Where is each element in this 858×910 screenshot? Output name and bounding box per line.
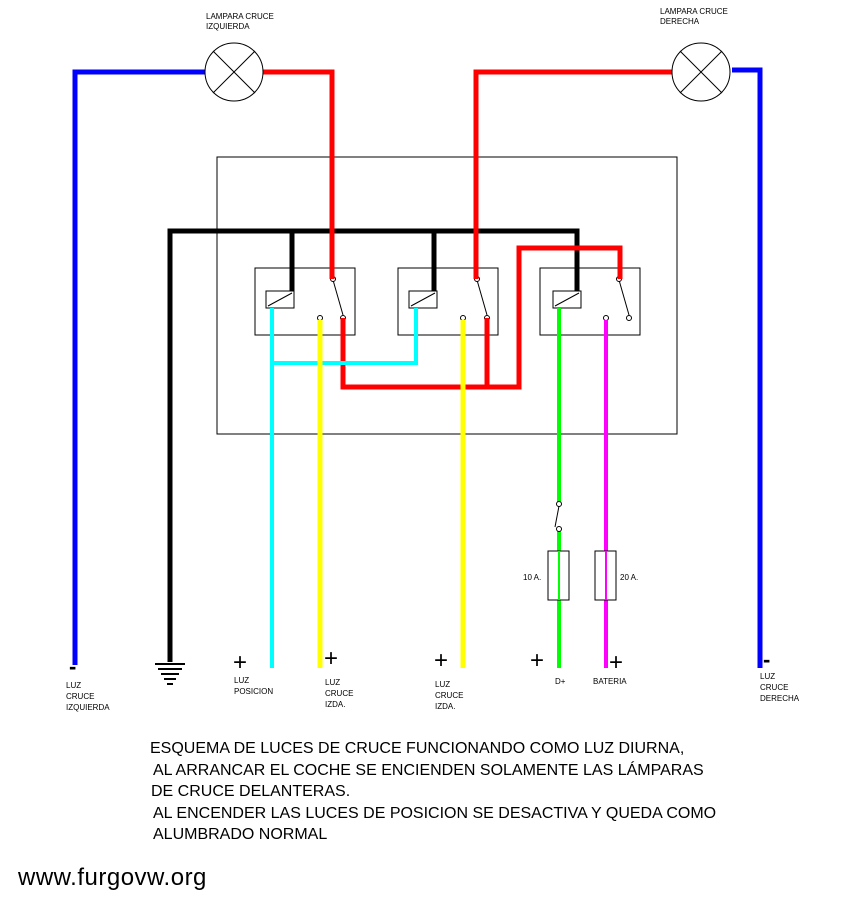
cyan-wire-posicion (270, 308, 418, 668)
relay-1 (254, 267, 356, 336)
relay-coil-3 (552, 290, 582, 309)
red-wire-left-lamp (263, 69, 335, 279)
caption-line: DE CRUCE DELANTERAS. (151, 783, 351, 800)
terminal-bateria-label: BATERIA (593, 677, 627, 686)
relay-2 (397, 267, 499, 336)
website-watermark: www.furgovw.org (18, 864, 207, 891)
caption-line: AL ENCENDER LAS LUCES DE POSICION SE DES… (153, 804, 717, 822)
d-plus-switch (554, 501, 562, 532)
terminal-d-plus-label: D+ (555, 677, 566, 686)
caption-line: ESQUEMA DE LUCES DE CRUCE FUNCIONANDO CO… (150, 740, 685, 757)
blue-wire-right (732, 67, 763, 668)
diagram-caption: ESQUEMA DE LUCES DE CRUCE FUNCIONANDO CO… (150, 738, 840, 846)
fuse-20a-label: 20 A. (620, 573, 638, 582)
terminal-cruce-izda-2-label: LUZ CRUCE IZDA. (435, 680, 466, 711)
terminal-bateria-sign: + (609, 649, 623, 676)
caption-line: AL ARRANCAR EL COCHE SE ENCIENDEN SOLAME… (153, 761, 704, 779)
terminal-cruce-izda-1-label: LUZ CRUCE IZDA. (325, 678, 356, 709)
terminal-d-plus-sign: + (530, 647, 544, 674)
lamp-right-label: LAMPARA CRUCE DERECHA (660, 7, 730, 26)
relay-box (216, 156, 678, 435)
lamp-right (671, 42, 731, 102)
relay-switch-2 (460, 276, 490, 321)
fuse-10a-label: 10 A. (523, 573, 541, 582)
terminal-posicion-sign: + (233, 649, 247, 676)
terminal-cruce-izda-1-sign: + (324, 645, 338, 672)
relay-switch-3 (603, 276, 632, 321)
terminal-left-minus-label: LUZ CRUCE IZQUIERDA (66, 681, 110, 712)
terminal-cruce-izda-2-sign: + (434, 647, 448, 674)
relay-3 (539, 267, 641, 336)
lamp-left (204, 42, 264, 102)
terminal-right-minus-sign: - (763, 647, 770, 672)
lamp-left-label: LAMPARA CRUCE IZQUIERDA (206, 12, 276, 31)
ground-wire (167, 228, 580, 662)
red-wire-loop (340, 245, 623, 390)
terminal-right-minus-label: LUZ CRUCE DERECHA (760, 672, 800, 703)
terminal-left-minus-sign: - (69, 654, 76, 679)
red-wire-right-lamp (473, 69, 672, 279)
relay-switch-1 (317, 276, 346, 321)
terminal-posicion-label: LUZ POSICION (234, 676, 273, 696)
relay-coil-1 (265, 290, 295, 309)
relay-coil-2 (408, 290, 438, 309)
caption-line: ALUMBRADO NORMAL (153, 826, 328, 843)
ground-symbol (155, 663, 185, 685)
blue-wire-left (72, 69, 205, 665)
